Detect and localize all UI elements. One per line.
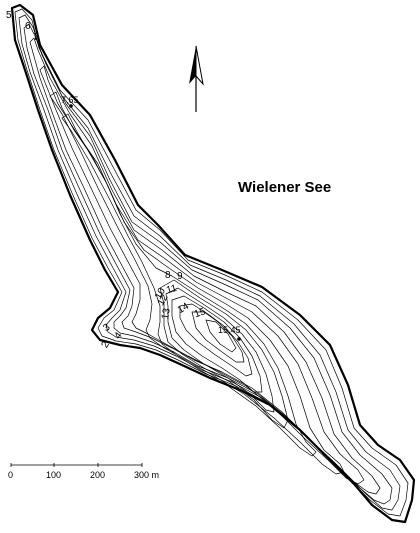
depth-label: 15 <box>193 306 208 320</box>
contour-line <box>49 91 345 475</box>
depth-labels: 5 6 7 2 3 4 10 8 9 12 11 13 14 15 <box>6 10 208 350</box>
sounding-label: 15,45 <box>218 325 241 335</box>
contour-line <box>159 279 289 429</box>
depth-label: 2 <box>100 339 113 350</box>
depth-label: 9 <box>177 271 183 282</box>
sounding-label: 7,65 <box>61 95 79 105</box>
depth-label: 8 <box>165 270 171 281</box>
depth-label: 4 <box>112 330 124 341</box>
depth-label: 5 <box>6 10 12 21</box>
scale-tick-label: 300 m <box>134 470 159 480</box>
depth-label: 7 <box>33 32 39 43</box>
scale-tick-label: 200 <box>90 470 105 480</box>
contour-line <box>179 303 253 377</box>
depth-label: 12 <box>156 292 171 308</box>
contour-line <box>205 319 237 353</box>
depth-label: 6 <box>25 21 31 32</box>
contour-line <box>165 287 275 413</box>
map-title: Wielener See <box>238 179 331 196</box>
depth-contours <box>14 8 409 517</box>
sounding-dot <box>69 104 73 108</box>
depth-label: 14 <box>176 301 192 316</box>
sounding-dot <box>237 337 241 341</box>
depth-label: 10 <box>153 286 168 302</box>
contour-line <box>39 65 365 485</box>
scale-tick-label: 0 <box>8 470 13 480</box>
contour-line <box>14 8 409 517</box>
contour-line <box>191 311 245 363</box>
shoreline <box>10 3 416 524</box>
contour-line <box>171 295 263 393</box>
north-arrow-icon <box>189 45 204 112</box>
contour-line <box>61 113 317 457</box>
contour-line <box>18 14 401 511</box>
scale-tick-label: 100 <box>46 470 61 480</box>
scale-bar: 0 100 200 300 m <box>8 463 159 480</box>
depth-label: 13 <box>160 307 173 320</box>
depth-label: 11 <box>165 283 178 296</box>
sounding-points: 7,65 15,45 <box>61 95 241 341</box>
depth-label: 3 <box>101 322 112 334</box>
